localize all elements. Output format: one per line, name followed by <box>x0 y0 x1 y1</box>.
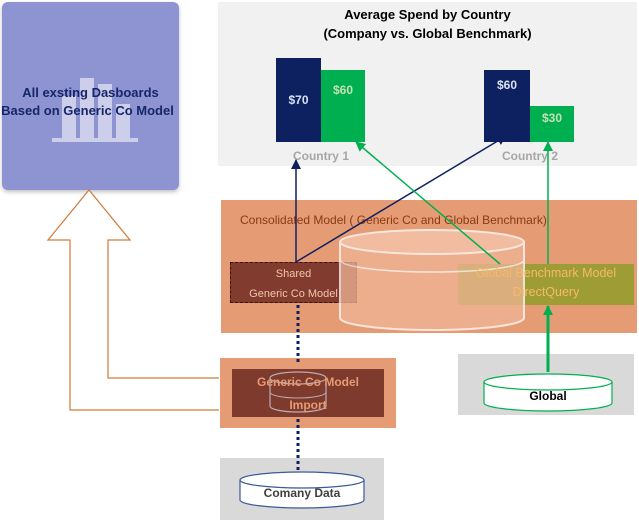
bar-value-label: $70 <box>288 93 308 107</box>
shared-model-box <box>230 262 357 303</box>
consolidated-database-icon <box>339 229 525 331</box>
company-source-label: Comany Data <box>263 486 341 500</box>
category-label: Country 1 <box>293 149 349 163</box>
import-model-box <box>232 369 384 417</box>
bar-value-label: $30 <box>542 111 562 125</box>
bar-value-label: $60 <box>333 83 353 97</box>
dashboards-label: All exsting Dasboards Based on Generic C… <box>1 84 179 120</box>
global-model-label-line2: DirectQuery <box>512 285 580 299</box>
category-label: Country 2 <box>502 149 558 163</box>
shared-model-label-line1: Shared <box>275 268 312 280</box>
global-model-label-line1: Global Benchmark Model <box>475 266 617 280</box>
bar-company-1 <box>276 58 321 142</box>
dashboards-label-line1: All exsting Dasboards <box>22 85 159 100</box>
bar-value-label: $60 <box>497 78 517 92</box>
consolidated-model-title: Consolidated Model ( Generic Co and Glob… <box>240 213 547 227</box>
chart-subtitle: (Company vs. Global Benchmark) <box>323 26 532 41</box>
shared-to-country2-arrow <box>295 135 507 263</box>
dashboards-label-line2: Based on Generic Co Model <box>1 103 174 118</box>
shared-model-label-line2: Generic Co Model <box>249 288 338 300</box>
bar-company-2 <box>484 70 530 142</box>
global-to-country1-arrow <box>355 141 501 265</box>
import-model-label-line1: Generic Co Model <box>256 375 360 389</box>
bar-benchmark-1 <box>321 70 365 142</box>
bar-benchmark-2 <box>530 106 574 142</box>
global-database-icon <box>483 373 613 412</box>
chart-title: Average Spend by Country <box>344 7 511 22</box>
global-source-label: Global <box>529 389 567 403</box>
import-model-label-line2: Import <box>289 398 327 412</box>
company-database-icon <box>239 471 365 509</box>
import-database-icon <box>269 371 327 413</box>
dashboards-flow-arrow <box>46 189 219 411</box>
